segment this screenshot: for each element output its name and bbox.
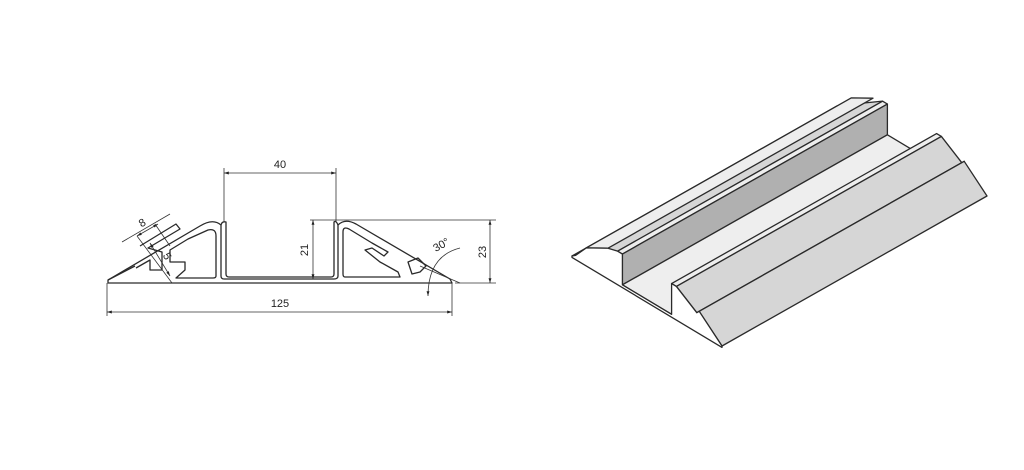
dim-channel-width: 40 (274, 159, 286, 171)
front-section-face (571, 247, 723, 349)
dim-slot-depth: 5 (160, 251, 173, 262)
dim-slot-width: 8 (137, 217, 148, 230)
dim-total-width: 125 (271, 298, 289, 310)
profile-isometric-view (571, 97, 988, 349)
dimension-lines (106, 168, 496, 316)
dim-channel-height: 21 (299, 244, 311, 256)
dim-total-height: 23 (477, 246, 489, 258)
